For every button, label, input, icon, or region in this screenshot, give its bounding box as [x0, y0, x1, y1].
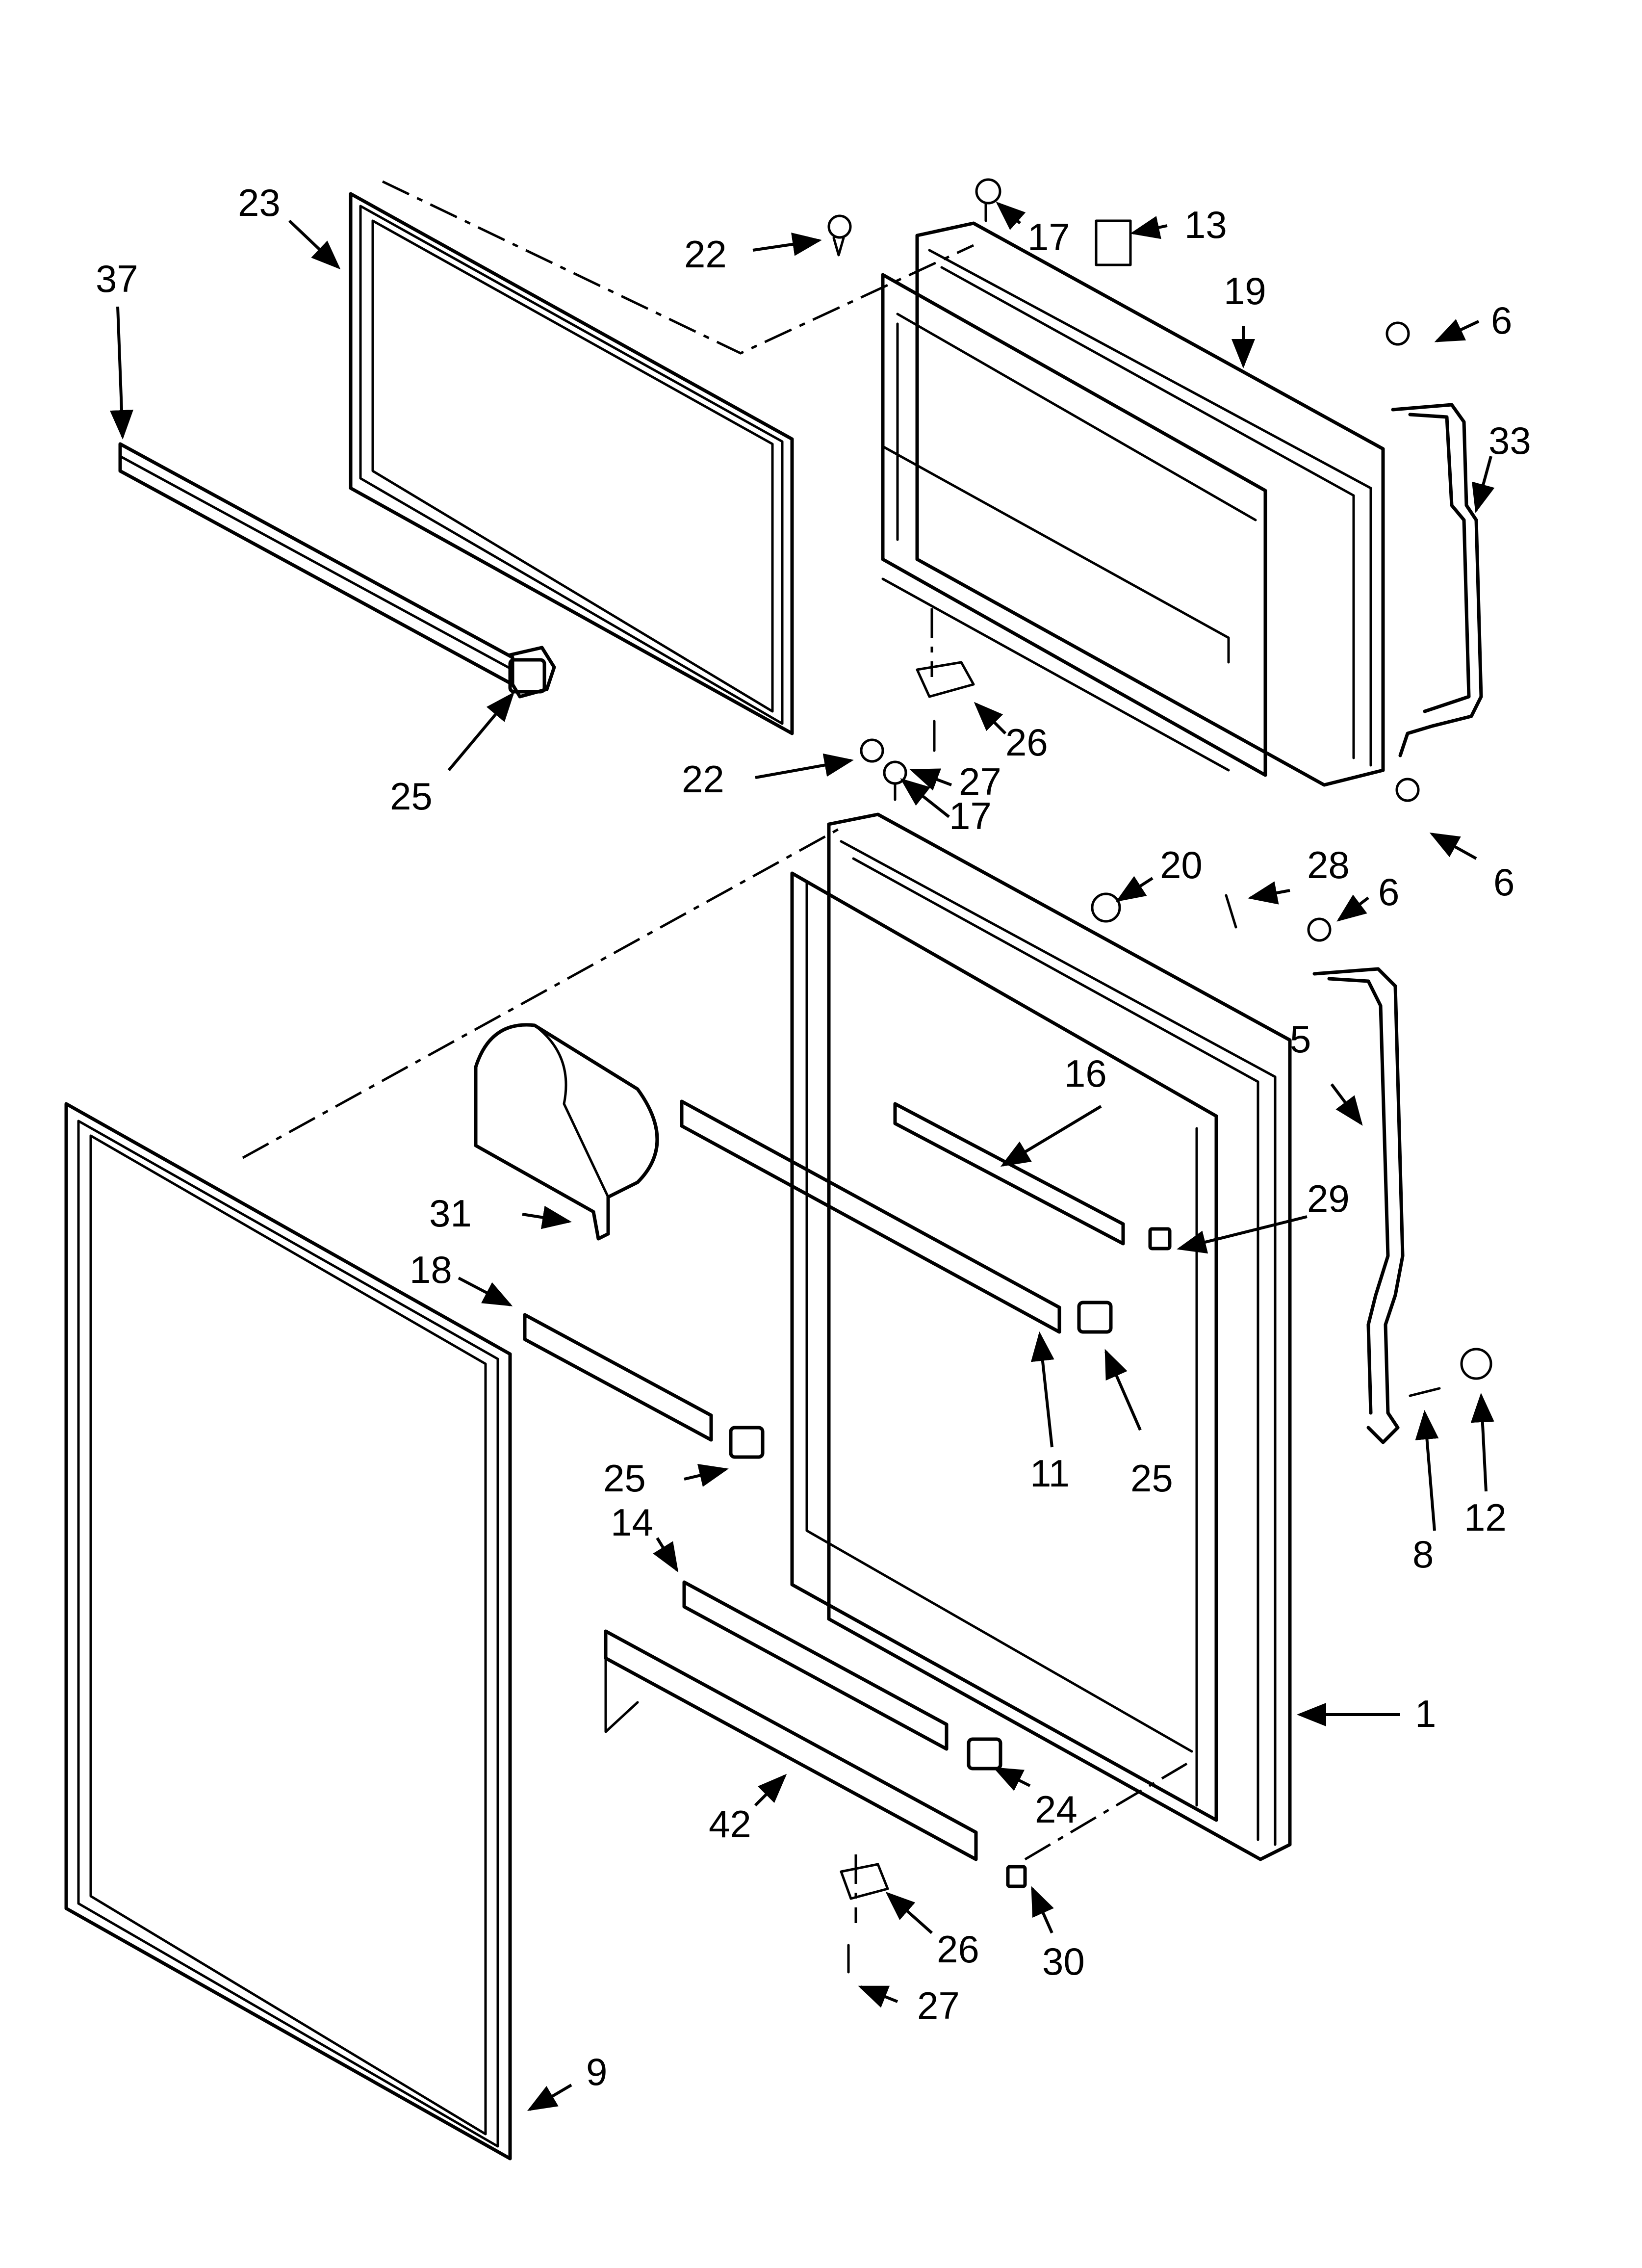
callout-label-19: 19 [1224, 269, 1266, 313]
callout-label-30: 30 [1042, 1940, 1085, 1983]
callout-label-6: 6 [1378, 870, 1399, 913]
callout-label-27: 27 [917, 1984, 960, 2027]
callout-label-31: 31 [429, 1192, 472, 1235]
callout-label-9: 9 [586, 2050, 607, 2093]
callout-label-6: 6 [1491, 299, 1512, 342]
door-shelf-rail-42 [604, 1629, 978, 1861]
alignment-line [1024, 1762, 1188, 1861]
callout-leaders [109, 202, 1495, 2112]
callout-label-22: 22 [684, 233, 727, 276]
freezer-shelf-rail [118, 442, 556, 699]
callout-label-42: 42 [709, 1802, 751, 1846]
callout-label-27: 27 [959, 760, 1001, 803]
callout-label-33: 33 [1488, 419, 1531, 462]
refrigerator-door-gasket [64, 1102, 512, 2161]
door-shelf-rail-11 [680, 1099, 1061, 1334]
freezer-door-gasket [349, 192, 794, 735]
door-shelf-rail-16 [893, 1102, 1125, 1246]
door-shelf-rail-18 [523, 1313, 713, 1442]
callout-label-16: 16 [1064, 1052, 1107, 1095]
callout-label-23: 23 [238, 181, 281, 224]
callout-label-25: 25 [390, 775, 433, 818]
alignment-line [242, 828, 840, 1159]
callout-label-11: 11 [1030, 1452, 1070, 1495]
callout-label-1: 1 [1415, 1692, 1436, 1735]
dairy-compartment [474, 1023, 659, 1241]
callout-label-24: 24 [1035, 1788, 1078, 1831]
callout-label-37: 37 [96, 257, 138, 300]
callout-label-28: 28 [1307, 843, 1350, 886]
freezer-door [881, 221, 1385, 787]
callout-label-25: 25 [603, 1457, 646, 1500]
door-shelf-rail-14 [682, 1580, 949, 1751]
hinge-and-screws [827, 178, 1492, 1974]
callout-label-5: 5 [1290, 1017, 1311, 1061]
shelf-end-cap [508, 658, 1172, 1888]
callout-label-29: 29 [1307, 1177, 1350, 1220]
callout-label-17: 17 [949, 794, 992, 837]
callout-label-14: 14 [611, 1501, 653, 1544]
callout-label-22: 22 [682, 757, 724, 801]
callout-label-26: 26 [937, 1928, 979, 1971]
callout-label-12: 12 [1464, 1496, 1507, 1539]
callout-label-26: 26 [1005, 721, 1048, 764]
callout-label-20: 20 [1160, 843, 1203, 886]
callout-label-6: 6 [1493, 860, 1514, 904]
callout-labels: 1 5 6 6 6 8 9 11 12 13 14 16 17 17 18 19… [96, 181, 1531, 2093]
refrigerator-door-handle [1312, 967, 1405, 1444]
callout-label-8: 8 [1412, 1533, 1434, 1576]
freezer-door-handle [1391, 403, 1483, 757]
callout-label-25: 25 [1130, 1457, 1173, 1500]
refrigerator-door [790, 812, 1292, 1861]
callout-label-18: 18 [410, 1248, 452, 1291]
callout-label-17: 17 [1027, 215, 1070, 259]
callout-label-13: 13 [1184, 203, 1227, 246]
